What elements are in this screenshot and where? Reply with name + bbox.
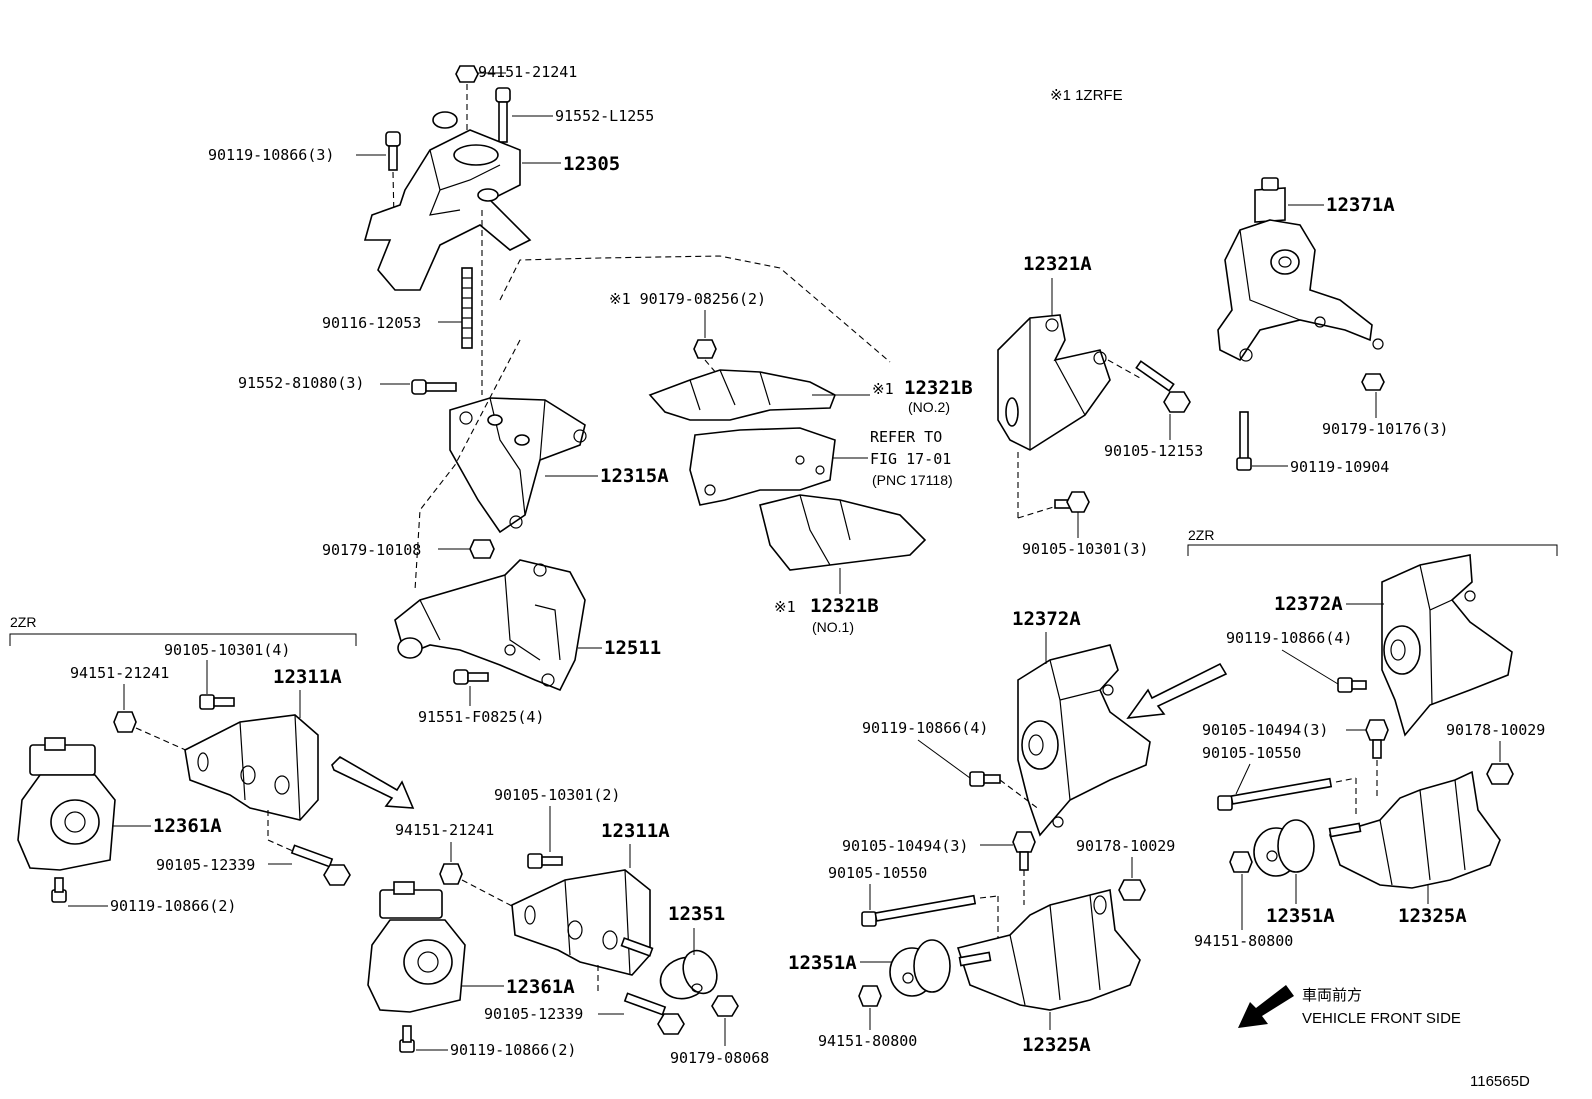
label-90119-10866-4-right: 90119-10866(4) xyxy=(1226,629,1352,647)
note-engine: ※1 1ZRFE xyxy=(1050,87,1123,104)
label-12372A-mid: 12372A xyxy=(1012,608,1081,630)
label-90105-12339-mid: 90105-12339 xyxy=(484,1005,583,1023)
label-90119-10866-4-mid: 90119-10866(4) xyxy=(862,719,988,737)
label-90105-12339-left: 90105-12339 xyxy=(156,856,255,874)
label-12351A-mid: 12351A xyxy=(788,952,857,974)
label-94151-21241-top: 94151-21241 xyxy=(478,63,577,81)
label-90179-10176-3: 90179-10176(3) xyxy=(1322,420,1448,438)
label-90119-10904: 90119-10904 xyxy=(1290,458,1389,476)
label-12325A-right: 12325A xyxy=(1398,905,1467,927)
bracket-12511-group xyxy=(394,559,586,692)
label-94151-80800-mid: 94151-80800 xyxy=(818,1032,917,1050)
label-12321A: 12321A xyxy=(1023,253,1092,275)
assembly-arrow-left xyxy=(331,755,415,809)
refer-line3: (PNC 17118) xyxy=(872,472,953,488)
label-90116-12053: 90116-12053 xyxy=(322,314,421,332)
bracket-12321A-group xyxy=(997,314,1191,519)
label-90119-10866-2-mid: 90119-10866(2) xyxy=(450,1041,576,1059)
label-12361A-mid: 12361A xyxy=(506,976,575,998)
label-90105-10301-4: 90105-10301(4) xyxy=(164,641,290,659)
label-90179-08068: 90179-08068 xyxy=(670,1049,769,1067)
label-12325A-mid: 12325A xyxy=(1022,1034,1091,1056)
label-94151-80800-right: 94151-80800 xyxy=(1194,932,1293,950)
mount-12372A-mid-group xyxy=(858,644,1151,1011)
assembly-arrow-right xyxy=(1126,662,1228,719)
label-90119-10866-3: 90119-10866(3) xyxy=(208,146,334,164)
label-12311A-left: 12311A xyxy=(273,666,342,688)
label-90105-10494-3-mid: 90105-10494(3) xyxy=(842,837,968,855)
label-90119-10866-2-left: 90119-10866(2) xyxy=(110,897,236,915)
label-12351: 12351 xyxy=(668,903,725,925)
label-12371A: 12371A xyxy=(1326,194,1395,216)
section-2zr-left-bracket xyxy=(9,633,357,646)
vehicle-front-en: VEHICLE FRONT SIDE xyxy=(1302,1010,1461,1027)
label-90105-10550-right: 90105-10550 xyxy=(1202,744,1301,762)
refer-line2: FIG 17-01 xyxy=(870,450,951,468)
shield-12321B-group xyxy=(648,339,927,571)
label-94151-21241-mid: 94151-21241 xyxy=(395,821,494,839)
label-90105-10494-3-right: 90105-10494(3) xyxy=(1202,721,1328,739)
label-90105-10301-2: 90105-10301(2) xyxy=(494,786,620,804)
label-12315A: 12315A xyxy=(600,465,669,487)
label-91551-F0825-4: 91551-F0825(4) xyxy=(418,708,544,726)
label-12305: 12305 xyxy=(563,153,620,175)
label-12351A-right: 12351A xyxy=(1266,905,1335,927)
vehicle-front-arrow-icon xyxy=(1238,985,1294,1028)
label-12321B-no2: 12321B xyxy=(904,377,973,399)
label-90179-10108: 90179-10108 xyxy=(322,541,421,559)
label-90178-10029-right: 90178-10029 xyxy=(1446,721,1545,739)
label-90105-12153: 90105-12153 xyxy=(1104,442,1203,460)
label-12511: 12511 xyxy=(604,637,661,659)
section-2zr-right: 2ZR xyxy=(1188,527,1214,543)
mount-12372A-right-group xyxy=(1217,554,1514,889)
bracket-12315A-group xyxy=(411,255,891,591)
label-12361A-left: 12361A xyxy=(153,815,222,837)
label-12321B-no2-mark: ※1 xyxy=(872,380,894,398)
label-90179-08256-2: ※1 90179-08256(2) xyxy=(609,290,766,308)
mount-12371A-group xyxy=(1217,177,1385,471)
label-12321B-no2-sub: (NO.2) xyxy=(908,399,950,415)
mount-12361A-left-group xyxy=(17,694,351,903)
label-94151-21241-left: 94151-21241 xyxy=(70,664,169,682)
label-90178-10029-mid: 90178-10029 xyxy=(1076,837,1175,855)
label-12321B-no1: 12321B xyxy=(810,595,879,617)
mount-12305-group xyxy=(363,65,532,395)
label-90105-10550-mid: 90105-10550 xyxy=(828,864,927,882)
label-12321B-no1-mark: ※1 xyxy=(774,598,796,616)
section-2zr-right-bracket xyxy=(1187,544,1558,556)
label-12372A-right: 12372A xyxy=(1274,593,1343,615)
label-12321B-no1-sub: (NO.1) xyxy=(812,619,854,635)
mount-12361A-mid-group xyxy=(367,853,739,1053)
refer-line1: REFER TO xyxy=(870,428,942,446)
section-2zr-left: 2ZR xyxy=(10,614,36,630)
label-91552-L1255: 91552-L1255 xyxy=(555,107,654,125)
label-91552-81080-3: 91552-81080(3) xyxy=(238,374,364,392)
label-90105-10301-3: 90105-10301(3) xyxy=(1022,540,1148,558)
figure-id: 116565D xyxy=(1470,1073,1530,1090)
vehicle-front-jp: 車両前方 xyxy=(1302,987,1362,1004)
label-12311A-mid: 12311A xyxy=(601,820,670,842)
